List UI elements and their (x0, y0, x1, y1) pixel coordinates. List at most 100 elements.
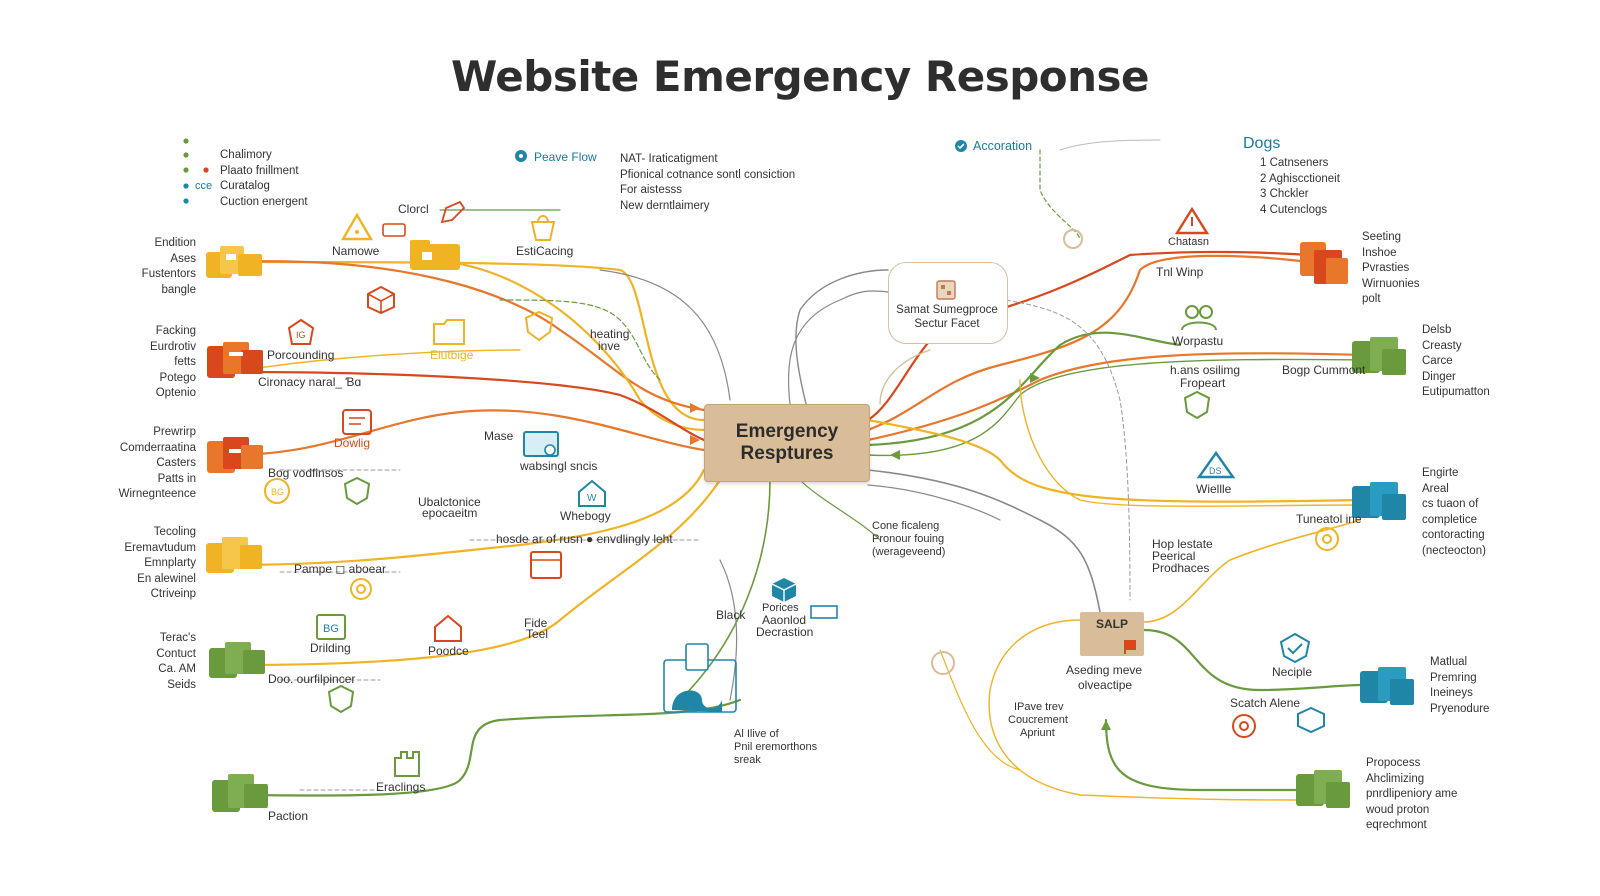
node-label: Teel (526, 627, 549, 641)
node-label: Peerical (1152, 549, 1196, 563)
hub-line: Resptures (740, 443, 834, 464)
node-label: olveactipe (1078, 678, 1133, 692)
flag-icon (1122, 638, 1138, 659)
right-group-line: polt (1362, 293, 1381, 305)
page-title: Website Emergency Response (450, 52, 1150, 101)
node-label: Aseding meve (1066, 663, 1143, 677)
node-label: Eraclings (376, 780, 426, 794)
documents-icon (205, 340, 267, 389)
svg-text:BG: BG (271, 487, 284, 497)
accoration-label: Accoration (973, 139, 1033, 153)
pencil-icon (438, 198, 468, 231)
gear-icon (928, 648, 958, 683)
salp-label: SALP (1095, 617, 1128, 631)
right-group-line: Pryenodure (1430, 702, 1490, 715)
folders-icon (210, 772, 272, 823)
left-group-line: Eurdrotiv (149, 340, 196, 353)
node-label: EstiCacing (516, 244, 574, 258)
folder-outline-icon (432, 316, 466, 351)
node-label: Worpastu (1172, 334, 1224, 348)
right-group-line: Inshoe (1362, 246, 1397, 259)
node-label: Black (716, 608, 746, 622)
node-label: heating (590, 327, 630, 341)
left-group-4: Tecoling Eremavtudum Emnplarty En alewin… (80, 525, 196, 603)
node-label: Fropeart (1180, 376, 1226, 390)
dogs-item: 1 Catnseners (1260, 157, 1329, 169)
right-group-line: Eutipumatton (1422, 386, 1490, 398)
left-group-line: Ctriveinp (150, 588, 196, 600)
right-group-line: Matlual (1430, 656, 1468, 668)
shield-icon (1182, 390, 1212, 425)
folders-icon (204, 242, 266, 291)
left-group-2: Facking Eurdrotiv fetts Potego Optenio (100, 324, 196, 402)
node-label: Tuneatol ine (1296, 512, 1362, 526)
node-label: Cironacy naral_ Ɓɑ (258, 375, 362, 389)
peave-flow-list: NAT- Iraticatigment Pfionical cotnance s… (620, 152, 795, 214)
emergency-response-hub[interactable]: Emergency Resptures (704, 404, 870, 482)
legend-item: Curatalog (220, 180, 270, 192)
node-label: Neciple (1272, 665, 1313, 679)
left-group-line: Emnplarty (144, 557, 196, 569)
gear-icon (346, 574, 376, 609)
right-group-line: woud proton (1366, 803, 1430, 816)
legend-item: Chalimory (220, 149, 272, 161)
node-label: Wiellle (1196, 482, 1232, 496)
node-label: Scatch Alene (1230, 696, 1301, 710)
folder-icon (408, 238, 464, 277)
peave-flow-item: Pfionical cotnance sontl consiction (620, 168, 796, 181)
cube-icon (366, 285, 396, 320)
gear-icon (1228, 710, 1260, 747)
shield-icon (342, 476, 372, 511)
bucket-icon (528, 212, 558, 247)
svg-text:W: W (587, 493, 597, 504)
right-group-line: Premring (1430, 671, 1477, 684)
dogs-list: 1 Catnseners 2 Aghiscctioneit 3 Chckler … (1260, 156, 1340, 218)
legend-prefix: cce (195, 180, 213, 192)
node-label: Coucrement (1008, 714, 1068, 726)
right-group-line: Engirte (1422, 467, 1459, 479)
dogs-item: 4 Cutenclogs (1260, 203, 1328, 216)
node-label: Tnl Winp (1156, 265, 1204, 279)
warning-icon (340, 212, 374, 247)
hub-line: Emergency (735, 421, 839, 442)
right-group-line: Wirnuonies (1362, 277, 1420, 290)
folders-icon (1350, 335, 1410, 386)
clipboard-icon (340, 406, 374, 443)
ruler-icon (810, 604, 840, 625)
svg-text:BG: BG (323, 623, 339, 635)
legend-item: Cuction energent (220, 195, 308, 208)
right-group-2: Delsb Creasty Carce Dinger Eutipumatton (1422, 323, 1490, 401)
documents-icon (1298, 238, 1354, 295)
monitor-icon (520, 430, 564, 469)
right-group-line: pnrdlipeniory ame (1366, 788, 1458, 800)
sub-hub-line: Sectur Facet (914, 318, 980, 330)
left-group-line: En alewinel (137, 572, 196, 585)
node-label: Dowlig (334, 436, 371, 450)
peave-flow-item: NAT- Iraticatigment (620, 153, 718, 165)
left-group-line: Ases (170, 252, 196, 265)
castle-icon (392, 748, 426, 783)
peave-flow-label: Peave Flow (534, 150, 597, 164)
node-label: Namowe (332, 244, 380, 258)
right-group-line: eqrechmont (1366, 819, 1427, 831)
warning-icon: DS (1196, 450, 1236, 485)
right-group-line: Propocess (1366, 757, 1421, 769)
node-label: (werageveend) (872, 546, 946, 558)
left-group-line: Patts in (157, 472, 196, 485)
right-group-line: Creasty (1422, 339, 1462, 352)
box-icon: BG (314, 612, 348, 647)
server-icon (662, 640, 742, 725)
gear-icon (1312, 524, 1342, 559)
left-group-line: Prewrirp (153, 426, 196, 438)
node-label: hosde ar of rusn ● envdlingly leht (496, 532, 673, 546)
team-icon (1180, 302, 1218, 337)
left-group-line: Facking (155, 325, 196, 337)
right-group-line: cs tuaon of (1422, 498, 1479, 510)
node-label: Whebogy (560, 509, 611, 523)
left-group-line: Fustentors (141, 268, 196, 280)
sub-hub-node[interactable] (888, 262, 1008, 344)
right-group-1: Seeting Inshoe Pvrasties Wirnuonies polt (1362, 230, 1420, 308)
documents-icon (205, 435, 267, 484)
left-group-line: Terac's (159, 632, 196, 644)
right-group-5: Propocess Ahclimizing pnrdlipeniory ame … (1366, 756, 1457, 834)
